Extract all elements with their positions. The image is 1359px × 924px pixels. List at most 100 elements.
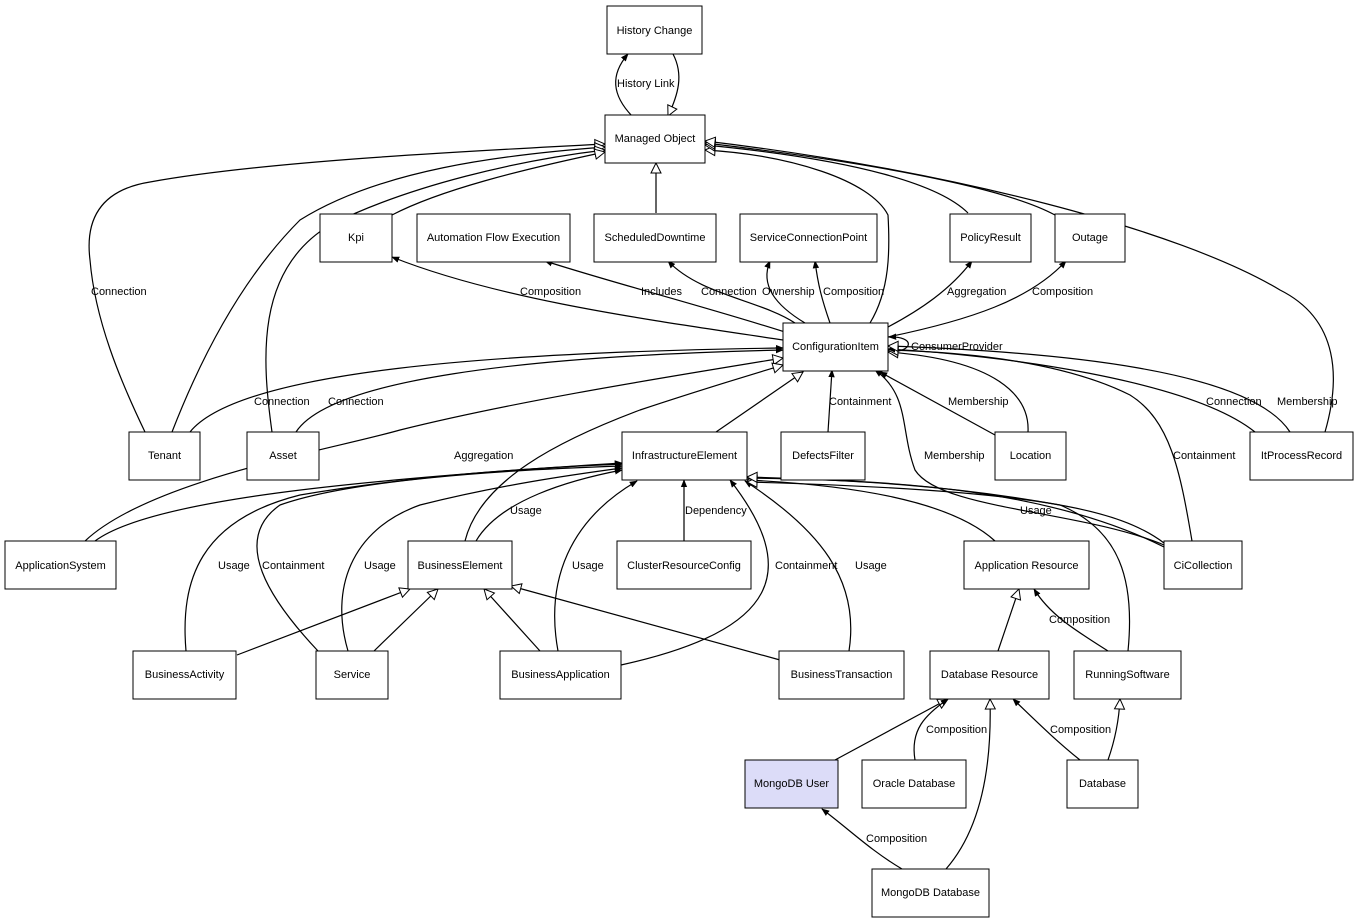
node-location-label: Location (1010, 450, 1052, 462)
edge-as-ci (84, 358, 783, 542)
node-business-application[interactable]: BusinessApplication (499, 650, 622, 700)
node-application-system[interactable]: ApplicationSystem (4, 540, 117, 590)
node-kpi-label: Kpi (348, 232, 364, 244)
node-defects-filter[interactable]: DefectsFilter (780, 431, 866, 481)
node-mongodb-database-label: MongoDB Database (881, 887, 980, 899)
node-oracle-database[interactable]: Oracle Database (861, 759, 967, 809)
edge-bt-ie-usage (744, 480, 852, 652)
edge-svc-inherits-be (373, 589, 438, 652)
node-database[interactable]: Database (1066, 759, 1139, 809)
label-tenant-ci-connection: Connection (254, 396, 310, 408)
edge-db-inherits-rs (1107, 699, 1120, 761)
label-ci-sd-connection: Connection (701, 286, 757, 298)
node-application-system-label: ApplicationSystem (15, 560, 106, 572)
label-mdb-mu-composition: Composition (866, 833, 927, 845)
edge-ci-sd-connection (667, 260, 796, 324)
node-business-transaction[interactable]: BusinessTransaction (778, 650, 905, 700)
node-asset[interactable]: Asset (246, 431, 320, 481)
edge-ie-inherits-ci (715, 372, 803, 433)
edge-be-ie-usage (475, 468, 623, 542)
node-policy-result-label: PolicyResult (960, 232, 1021, 244)
label-ipr-ci-membership: Membership (1277, 396, 1338, 408)
node-running-software[interactable]: RunningSoftware (1073, 650, 1182, 700)
node-tenant[interactable]: Tenant (128, 431, 201, 481)
node-configuration-item-label: ConfigurationItem (792, 341, 879, 353)
edge-ci-pr-aggregation (887, 260, 973, 328)
node-business-activity[interactable]: BusinessActivity (132, 650, 237, 700)
node-outage[interactable]: Outage (1054, 213, 1126, 263)
node-asset-label: Asset (269, 450, 297, 462)
node-automation-flow-execution[interactable]: Automation Flow Execution (416, 213, 571, 263)
edge-ci-scp-ownership (764, 260, 806, 324)
node-cluster-resource-config[interactable]: ClusterResourceConfig (616, 540, 752, 590)
node-service[interactable]: Service (315, 650, 389, 700)
label-ci-kpi-composition: Composition (520, 286, 581, 298)
label-ci-consumer-provider: ConsumerProvider (911, 341, 1003, 353)
edge-loc-inherits-ci (888, 352, 1029, 433)
edges (84, 53, 1334, 870)
edge-history-change-inherits-mo (668, 53, 680, 116)
edge-bt-inherits-be (511, 586, 781, 661)
edge-pr-inherits-mo (705, 145, 969, 214)
node-database-resource-label: Database Resource (941, 669, 1038, 681)
label-crc-ie-dependency: Dependency (685, 505, 747, 517)
edge-ipr-ci-membership (888, 346, 1291, 433)
node-service-label: Service (334, 669, 371, 681)
edge-bapp-inherits-be (484, 589, 541, 652)
node-running-software-label: RunningSoftware (1085, 669, 1169, 681)
node-it-process-record[interactable]: ItProcessRecord (1249, 431, 1354, 481)
node-infrastructure-element-label: InfrastructureElement (632, 450, 737, 462)
label-ipr-ci-connection: Connection (1206, 396, 1262, 408)
label-bapp-ie-containment: Containment (775, 560, 837, 572)
label-rs-ar-composition: Composition (1049, 614, 1110, 626)
node-database-resource[interactable]: Database Resource (929, 650, 1050, 700)
edge-ipr-inherits-mo (705, 141, 1334, 433)
edge-svc-ie-usage (341, 465, 623, 652)
edge-labels: History Link Connection Composition Incl… (91, 78, 1338, 845)
label-od-dr-composition: Composition (926, 724, 987, 736)
node-service-connection-point[interactable]: ServiceConnectionPoint (739, 213, 878, 263)
node-business-element[interactable]: BusinessElement (407, 540, 513, 590)
edge-bapp-ie-containment (620, 479, 769, 666)
node-business-application-label: BusinessApplication (511, 669, 609, 681)
node-application-resource[interactable]: Application Resource (963, 540, 1090, 590)
edge-loc-ci-membership (879, 371, 996, 436)
label-ba-ie-usage: Usage (218, 560, 250, 572)
node-mongodb-database[interactable]: MongoDB Database (871, 868, 990, 918)
node-managed-object-label: Managed Object (615, 133, 696, 145)
node-business-transaction-label: BusinessTransaction (791, 669, 893, 681)
label-cic-ci-containment: Containment (1173, 450, 1235, 462)
edge-mdb-mu-composition (821, 808, 903, 870)
edge-ipr-ci-connection (887, 346, 1256, 433)
node-oracle-database-label: Oracle Database (873, 778, 956, 790)
node-mongodb-user[interactable]: MongoDB User (744, 759, 839, 809)
node-policy-result[interactable]: PolicyResult (949, 213, 1032, 263)
node-it-process-record-label: ItProcessRecord (1261, 450, 1342, 462)
edge-od-dr-composition (913, 698, 949, 761)
edge-tenant-ci-connection (189, 344, 784, 433)
node-outage-label: Outage (1072, 232, 1108, 244)
node-application-resource-label: Application Resource (975, 560, 1079, 572)
label-ci-scp-ownership: Ownership (762, 286, 815, 298)
edge-history-link (615, 53, 633, 117)
node-database-label: Database (1079, 778, 1126, 790)
node-cluster-resource-config-label: ClusterResourceConfig (627, 560, 741, 572)
node-business-element-label: BusinessElement (418, 560, 503, 572)
edge-ci-outage-composition (887, 260, 1067, 338)
edge-bapp-ie-usage (554, 480, 638, 652)
node-defects-filter-label: DefectsFilter (792, 450, 854, 462)
node-infrastructure-element[interactable]: InfrastructureElement (621, 431, 748, 481)
node-scheduled-downtime[interactable]: ScheduledDowntime (593, 213, 717, 263)
node-configuration-item[interactable]: ConfigurationItem (782, 322, 889, 372)
node-ci-collection[interactable]: CiCollection (1163, 540, 1243, 590)
node-kpi[interactable]: Kpi (319, 213, 393, 263)
label-cic-ie-usage: Usage (1020, 505, 1052, 517)
edge-ba-inherits-be (236, 589, 410, 656)
edge-kpi-inherits-mo (391, 152, 605, 216)
node-managed-object[interactable]: Managed Object (604, 114, 706, 164)
node-location[interactable]: Location (994, 431, 1067, 481)
node-service-connection-point-label: ServiceConnectionPoint (750, 232, 867, 244)
node-history-change[interactable]: History Change (606, 5, 703, 55)
edge-ci-kpi-composition (391, 256, 784, 341)
